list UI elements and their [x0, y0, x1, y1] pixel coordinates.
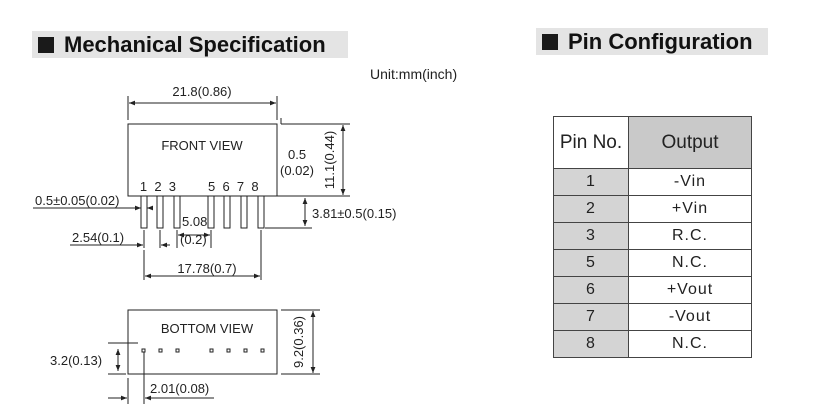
pin-number-cell: 8: [553, 330, 629, 358]
heading-square-icon: [38, 36, 54, 53]
output-cell: +Vin: [628, 195, 752, 223]
pin-number-cell: 5: [553, 249, 629, 277]
gap-dim-inch: (0.2): [180, 232, 207, 247]
table-row: 2 +Vin: [553, 195, 752, 223]
pin-number-cell: 6: [553, 276, 629, 304]
pin-config-heading: Pin Configuration: [536, 28, 768, 55]
pin-8: [257, 195, 265, 229]
pin-length-dim: 3.81±0.5(0.15): [312, 206, 396, 221]
pin-config-title: Pin Configuration: [568, 28, 753, 54]
pin-number-cell: 7: [553, 303, 629, 331]
gap-dim: 5.08: [182, 214, 207, 229]
pin-7: [240, 195, 248, 229]
table-row: 8 N.C.: [553, 330, 752, 358]
pin-labels-left: 1 2 3: [140, 179, 176, 194]
pin-width-dim: 0.5±0.05(0.02): [35, 193, 119, 208]
pin-2: [156, 195, 164, 229]
bottom-view-title: BOTTOM VIEW: [161, 321, 254, 336]
col-pin-no: Pin No.: [553, 116, 629, 169]
unit-label: Unit:mm(inch): [370, 66, 458, 82]
pin-5: [207, 195, 215, 229]
pin-3: [173, 195, 181, 229]
pin-config-table: Pin No. Output 1 -Vin 2 +Vin 3 R.C. 5 N.…: [553, 116, 752, 358]
output-cell: +Vout: [628, 276, 752, 304]
table-row: 6 +Vout: [553, 276, 752, 304]
output-cell: R.C.: [628, 222, 752, 250]
pin-labels-right: 5 6 7 8: [208, 179, 259, 194]
pin-number-cell: 3: [553, 222, 629, 250]
col-output: Output: [628, 116, 752, 169]
top-gap-dim: 0.5: [288, 147, 306, 162]
span-dim: 17.78(0.7): [177, 261, 236, 276]
mechanical-spec-heading: Mechanical Specification: [32, 31, 348, 58]
pin-1: [140, 195, 148, 229]
table-row: 1 -Vin: [553, 168, 752, 196]
pin-number-cell: 2: [553, 195, 629, 223]
output-cell: -Vout: [628, 303, 752, 331]
output-cell: N.C.: [628, 249, 752, 277]
output-cell: N.C.: [628, 330, 752, 358]
offset-dim: 3.2(0.13): [50, 353, 102, 368]
pin-6: [223, 195, 231, 229]
top-gap-dim-inch: (0.02): [280, 163, 314, 178]
heading-square-icon: [542, 33, 558, 50]
front-height-dim: 11.1(0.44): [322, 131, 337, 189]
bottom-view-pin-dots: [141, 348, 265, 353]
bottom-height-dim: 9.2(0.36): [291, 316, 306, 368]
front-width-dim: 21.8(0.86): [172, 84, 231, 99]
output-cell: -Vin: [628, 168, 752, 196]
table-row: 3 R.C.: [553, 222, 752, 250]
table-header-row: Pin No. Output: [553, 116, 752, 169]
table-row: 5 N.C.: [553, 249, 752, 277]
front-view-title: FRONT VIEW: [161, 138, 243, 153]
mechanical-spec-title: Mechanical Specification: [64, 31, 326, 57]
table-row: 7 -Vout: [553, 303, 752, 331]
edge-dim: 2.01(0.08): [150, 381, 209, 396]
front-view-body: [127, 123, 278, 197]
pin-pitch-dim: 2.54(0.1): [72, 230, 124, 245]
front-view-pins: [140, 195, 265, 229]
bottom-view-body: [127, 309, 278, 375]
pin-number-cell: 1: [553, 168, 629, 196]
